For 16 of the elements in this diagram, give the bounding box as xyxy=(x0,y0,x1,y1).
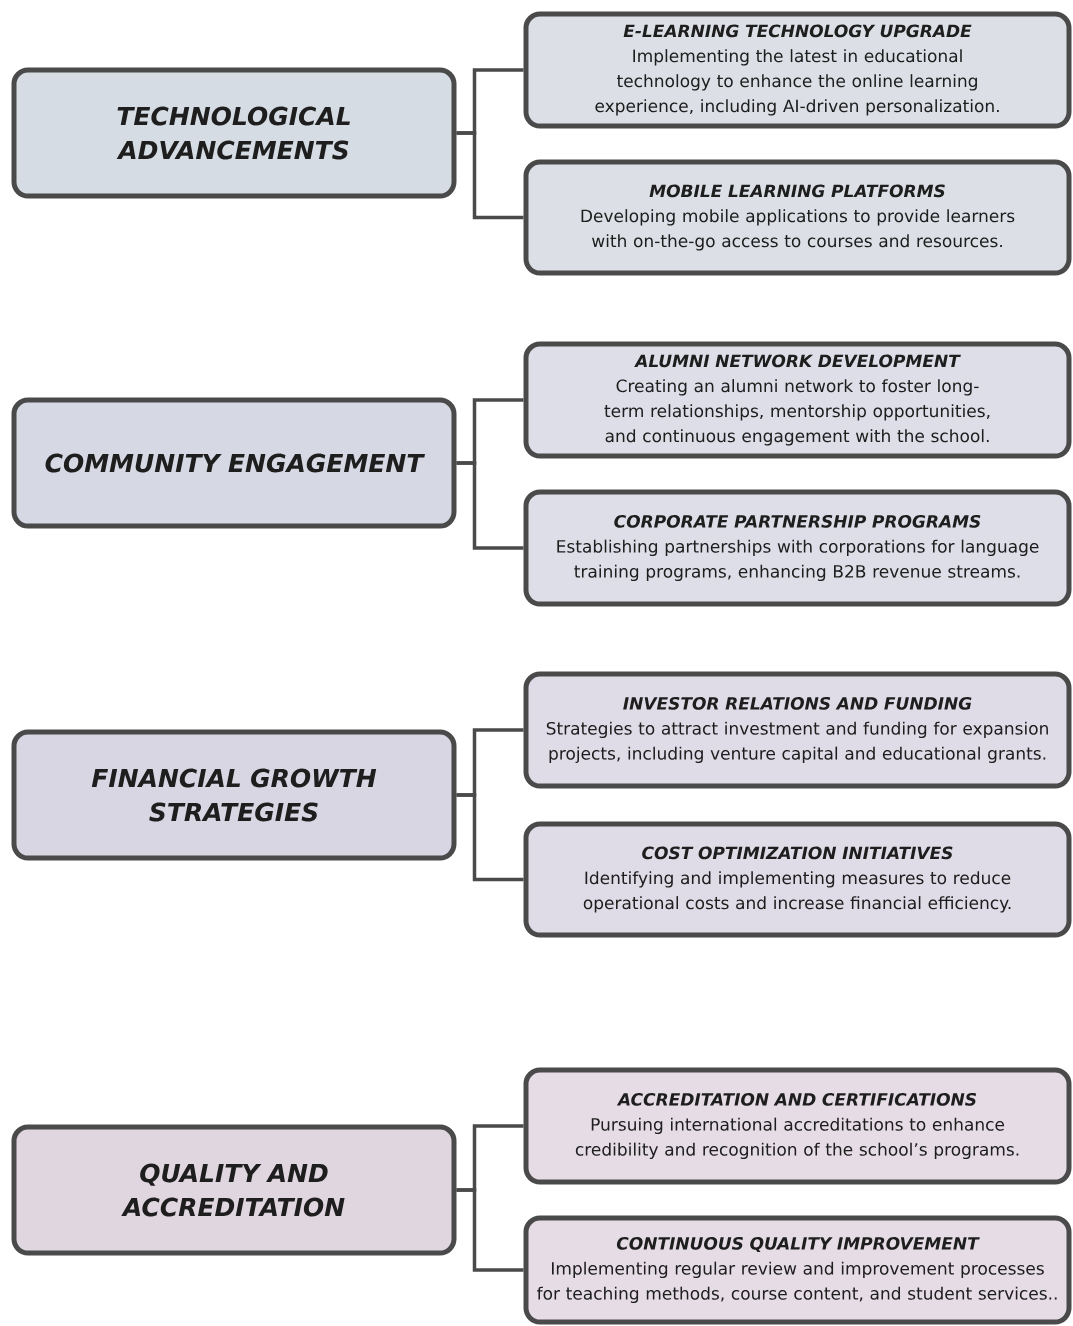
connector-line xyxy=(456,793,524,882)
category-box: QUALITY AND ACCREDITATION xyxy=(11,1124,457,1256)
initiative-box: MOBILE LEARNING PLATFORMS Developing mobile applications to provide learners with on-the-go access to courses and resources. xyxy=(523,159,1072,276)
initiative-box: ACCREDITATION AND CERTIFICATIONS Pursuing international accreditations to enhance credibility and recognition of the school’s programs. xyxy=(523,1067,1072,1185)
initiative-box: CONTINUOUS QUALITY IMPROVEMENT Implementing regular review and improvement processes for teaching methods, course content, and student services.. xyxy=(523,1215,1072,1325)
initiative-box: COST OPTIMIZATION INITIATIVES Identifying and implementing measures to reduce operational costs and increase financial efficiency. xyxy=(523,821,1072,938)
connector-line xyxy=(456,461,524,550)
initiative-box: E-LEARNING TECHNOLOGY UPGRADE Implementing the latest in educational technology to enhance the online learning experience, including AI-driven personalization. xyxy=(523,11,1072,129)
initiative-box: INVESTOR RELATIONS AND FUNDING Strategies to attract investment and funding for expansion projects, including venture capital and educational grants. xyxy=(523,671,1072,789)
category-box: COMMUNITY ENGAGEMENT xyxy=(11,397,457,529)
category-box: FINANCIAL GROWTH STRATEGIES xyxy=(11,729,457,861)
initiative-box: ALUMNI NETWORK DEVELOPMENT Creating an alumni network to foster long-term relationships, mentorship opportunities, and continuous engagement with the school. xyxy=(523,341,1072,459)
connector-line xyxy=(456,1188,524,1272)
connector-line xyxy=(456,131,524,220)
category-box: TECHNOLOGICAL ADVANCEMENTS xyxy=(11,67,457,199)
initiative-box: CORPORATE PARTNERSHIP PROGRAMS Establishing partnerships with corporations for language training programs, enhancing B2B revenue streams. xyxy=(523,489,1072,607)
